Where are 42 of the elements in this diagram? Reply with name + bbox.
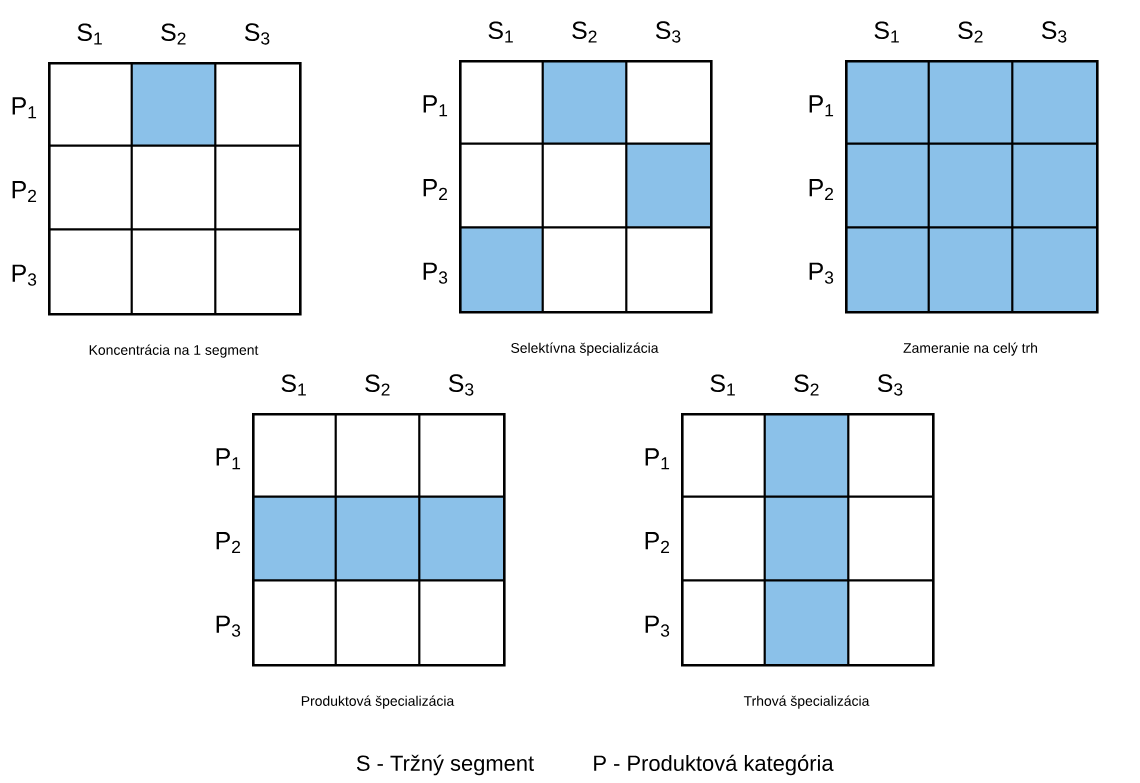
column-label: S$_{2}$ (958, 21, 983, 43)
column-label: S$_{3}$ (448, 374, 474, 396)
grid-matrix (845, 60, 1099, 314)
grid-label: Trhová špecializácia (743, 695, 870, 709)
column-label: S$_{1}$ (281, 374, 306, 396)
row-label: P$_{3}$ (12, 264, 37, 286)
column-label: S$_{3}$ (244, 23, 270, 45)
column-label: S$_{2}$ (161, 23, 186, 45)
column-label: S$_{1}$ (488, 21, 513, 43)
grid-label: Koncentrácia na 1 segment (89, 344, 259, 358)
row-label: P$_{3}$ (809, 262, 834, 284)
column-label: S$_{3}$ (655, 21, 681, 43)
row-label: P$_{2}$ (423, 179, 448, 200)
key-text: S - Tržný segment (356, 754, 534, 776)
row-label: P$_{1}$ (809, 95, 834, 117)
row-label: P$_{1}$ (216, 448, 241, 470)
grid-matrix (681, 413, 935, 667)
row-label: P$_{2}$ (216, 532, 241, 553)
row-label: P$_{1}$ (423, 95, 448, 117)
key-text: P - Produktová kategória (594, 754, 834, 776)
row-label: P$_{2}$ (12, 181, 37, 202)
grid-matrix (252, 413, 506, 667)
column-label: S$_{3}$ (1041, 21, 1067, 43)
grid-label: Zameranie na celý trh (903, 342, 1037, 356)
column-label: S$_{2}$ (572, 21, 597, 43)
row-label: P$_{3}$ (645, 615, 670, 637)
column-label: S$_{1}$ (77, 23, 102, 45)
column-label: S$_{2}$ (794, 374, 819, 396)
row-label: P$_{2}$ (645, 532, 670, 553)
column-label: S$_{1}$ (874, 21, 899, 43)
grid-matrix (459, 60, 713, 314)
row-label: P$_{3}$ (423, 262, 448, 284)
grid-label: Selektívna špecializácia (511, 342, 659, 356)
column-label: S$_{2}$ (365, 374, 390, 396)
row-label: P$_{1}$ (12, 97, 37, 119)
column-label: S$_{1}$ (710, 374, 735, 396)
row-label: P$_{1}$ (645, 448, 670, 470)
row-label: P$_{3}$ (216, 615, 241, 637)
grid-label: Produktová špecializácia (301, 695, 455, 709)
column-label: S$_{3}$ (877, 374, 903, 396)
row-label: P$_{2}$ (809, 179, 834, 200)
grid-matrix (48, 62, 302, 316)
